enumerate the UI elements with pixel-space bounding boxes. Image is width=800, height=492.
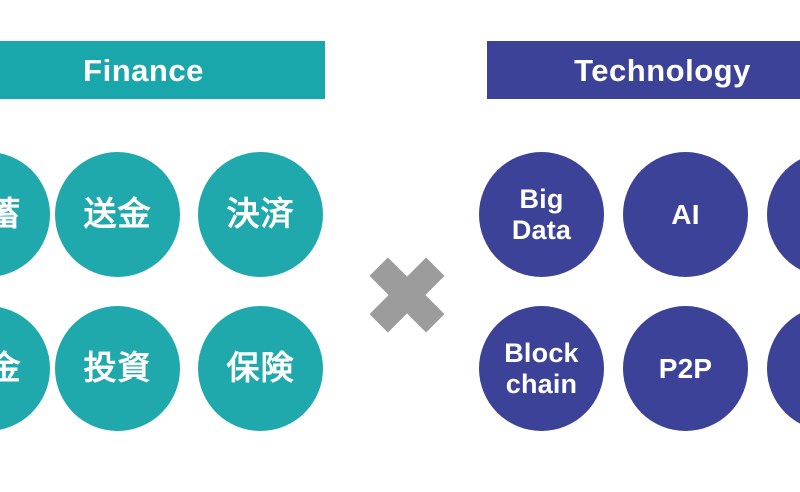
- tech-circle-p2p[interactable]: P2P: [623, 306, 748, 431]
- finance-circle-label: 保険: [226, 348, 295, 388]
- tech-circle-blockchain[interactable]: Block chain: [479, 306, 604, 431]
- tech-circle-label: Block chain: [504, 338, 579, 399]
- tech-circle-label: P2P: [658, 352, 713, 384]
- finance-circle-insurance[interactable]: 保険: [198, 306, 323, 431]
- finance-circle-label: 貯蓄: [0, 194, 22, 234]
- technology-header-label: Technology: [574, 52, 751, 88]
- multiply-x-icon: [367, 255, 447, 335]
- tech-circle-ai[interactable]: AI: [623, 152, 748, 277]
- tech-circle-label: AI: [671, 198, 700, 230]
- tech-circle-mobile[interactable]: M: [767, 152, 800, 277]
- finance-circle-deposit[interactable]: 預金: [0, 306, 50, 431]
- finance-circle-settlement[interactable]: 決済: [198, 152, 323, 277]
- finance-header-label: Finance: [83, 52, 204, 88]
- technology-header-bar: Technology: [487, 41, 800, 99]
- finance-circle-remittance[interactable]: 送金: [55, 152, 180, 277]
- finance-circle-label: 預金: [0, 348, 22, 388]
- tech-circle-unlabeled[interactable]: [767, 306, 800, 431]
- finance-circle-label: 投資: [83, 348, 152, 388]
- finance-circle-investment[interactable]: 投資: [55, 306, 180, 431]
- tech-circle-big-data[interactable]: Big Data: [479, 152, 604, 277]
- finance-circle-label: 送金: [83, 194, 152, 234]
- finance-header-bar: Finance: [0, 41, 325, 99]
- finance-circle-label: 決済: [226, 194, 295, 234]
- finance-circle-savings[interactable]: 貯蓄: [0, 152, 50, 277]
- tech-circle-label: Big Data: [511, 184, 572, 245]
